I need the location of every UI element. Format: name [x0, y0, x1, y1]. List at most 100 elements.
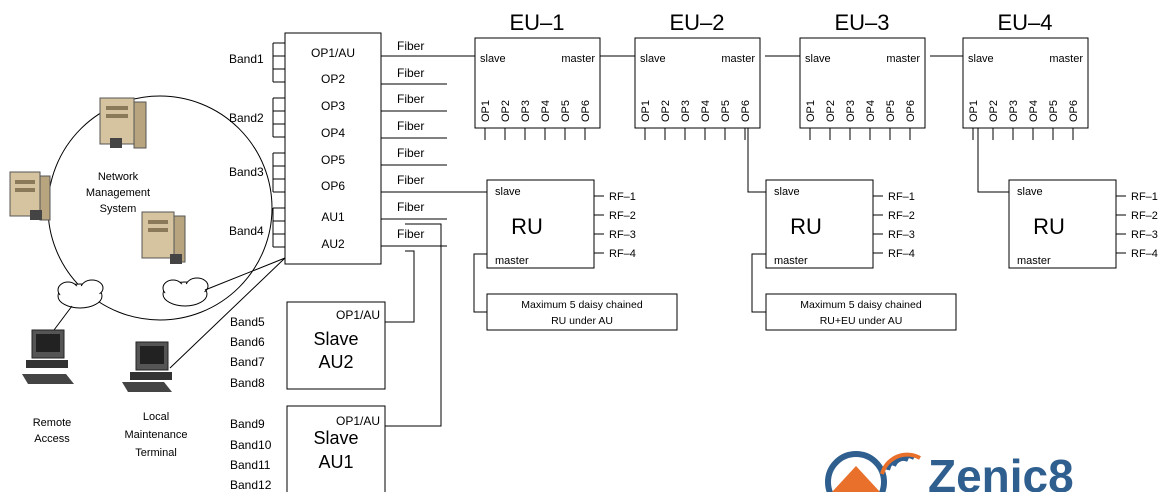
eu-slave-label: slave	[640, 53, 666, 65]
eu-box	[799, 37, 926, 129]
au-port-op6: OP6	[321, 179, 345, 193]
eu4-op1-to-ru-line	[977, 128, 1009, 193]
ru-rf-label: RF–3	[609, 229, 636, 241]
band2-label: Band2	[229, 111, 264, 125]
ru-slave-label: slave	[774, 186, 800, 198]
ru-rf-label: RF–4	[609, 248, 636, 260]
ru-slave-label: slave	[495, 186, 521, 198]
au-port-op5: OP5	[321, 153, 345, 167]
eu-port-label: OP2	[660, 100, 672, 122]
server-icon	[141, 211, 186, 264]
eu-port-label: OP3	[520, 100, 532, 122]
eu-port-label: OP2	[500, 100, 512, 122]
eu-port-label: OP1	[480, 100, 492, 122]
eu-port-label: OP4	[540, 100, 552, 122]
slave-au1-port-label: OP1/AU	[336, 414, 380, 428]
nms-link	[204, 257, 286, 291]
band5-label: Band5	[230, 315, 265, 329]
eu-master-label: master	[721, 53, 755, 65]
band-brackets	[272, 42, 285, 248]
band10-label: Band10	[230, 438, 272, 452]
ru-rf-label: RF–4	[1131, 248, 1158, 260]
note-text: RU under AU	[551, 315, 613, 327]
fiber-label: Fiber	[397, 66, 424, 80]
au-port-op4: OP4	[321, 126, 345, 140]
computer-icon	[22, 329, 74, 384]
ru-rf-label: RF–2	[1131, 210, 1158, 222]
eu-port-label: OP2	[988, 100, 1000, 122]
fiber-label: Fiber	[397, 92, 424, 106]
logo-text: Zenic8	[928, 450, 1074, 492]
fiber-label: Fiber	[397, 146, 424, 160]
band6-label: Band6	[230, 335, 265, 349]
au-port-au2: AU2	[321, 237, 345, 251]
eu-master-label: master	[886, 53, 920, 65]
eu-port-label: OP5	[720, 100, 732, 122]
eu-title: EU–2	[669, 10, 724, 35]
ru-master-label: master	[1017, 255, 1051, 267]
eu-port-label: OP2	[825, 100, 837, 122]
eu-port-label: OP3	[845, 100, 857, 122]
au-port-op2: OP2	[321, 72, 345, 86]
band11-label: Band11	[230, 458, 271, 472]
eu-port-label: OP1	[640, 100, 652, 122]
fiber-label: Fiber	[397, 200, 424, 214]
cloud-icon	[57, 279, 104, 309]
note-text: Maximum 5 daisy chained	[800, 299, 922, 311]
eu-port-label: OP6	[580, 100, 592, 122]
slave-au2-title-line2: AU2	[318, 352, 353, 372]
ru-rf-label: RF–2	[609, 210, 636, 222]
server-icon	[9, 171, 51, 221]
slave-au2-box	[286, 301, 386, 390]
remote-label-line2: Access	[34, 433, 70, 445]
note-text: RU+EU under AU	[820, 315, 903, 327]
eu-port-label: OP6	[905, 100, 917, 122]
ru-slave-label: slave	[1017, 186, 1043, 198]
note-box	[765, 293, 957, 331]
ru-rf-label: RF–1	[1131, 191, 1158, 203]
eu-port-label: OP4	[865, 100, 877, 122]
band1-label: Band1	[229, 52, 264, 66]
slave-au2-port-label: OP1/AU	[336, 308, 380, 322]
ru-units: slaveRUmasterRF–1RF–2RF–3RF–4slaveRUmast…	[486, 179, 1158, 269]
band9-label: Band9	[230, 417, 265, 431]
eu-port-label: OP5	[885, 100, 897, 122]
lmt-label-line3: Terminal	[135, 447, 177, 459]
server-icon	[99, 97, 147, 149]
ru2-master-to-note-line	[751, 253, 766, 313]
ru-title: RU	[511, 214, 543, 239]
ru-title: RU	[1033, 214, 1065, 239]
eu-slave-label: slave	[805, 53, 831, 65]
fiber-label: Fiber	[397, 227, 424, 241]
lmt-link	[169, 257, 286, 369]
eu-port-label: OP3	[1008, 100, 1020, 122]
slave-au1-box	[286, 405, 386, 492]
eu2-op6-to-ru-line	[747, 128, 766, 193]
note-box	[486, 293, 678, 331]
ru-rf-label: RF–1	[609, 191, 636, 203]
au2-to-slave-au2-line	[385, 250, 415, 323]
ru-box	[486, 179, 595, 269]
au-port-op3: OP3	[321, 99, 345, 113]
au-main-box	[284, 32, 382, 265]
eu-title: EU–4	[997, 10, 1052, 35]
ru-rf-label: RF–3	[888, 229, 915, 241]
eu-port-label: OP1	[805, 100, 817, 122]
ru1-master-to-note-line	[473, 253, 487, 313]
band8-label: Band8	[230, 376, 265, 390]
nms-label-line3: System	[100, 203, 137, 215]
note-text: Maximum 5 daisy chained	[521, 299, 643, 311]
slave-au1-title-line2: AU1	[318, 452, 353, 472]
eu-title: EU–3	[834, 10, 889, 35]
ru-rf-label: RF–1	[888, 191, 915, 203]
band12-label: Band12	[230, 478, 272, 492]
fiber-labels: Fiber Fiber Fiber Fiber Fiber Fiber Fibe…	[397, 39, 424, 241]
eu-title: EU–1	[509, 10, 564, 35]
